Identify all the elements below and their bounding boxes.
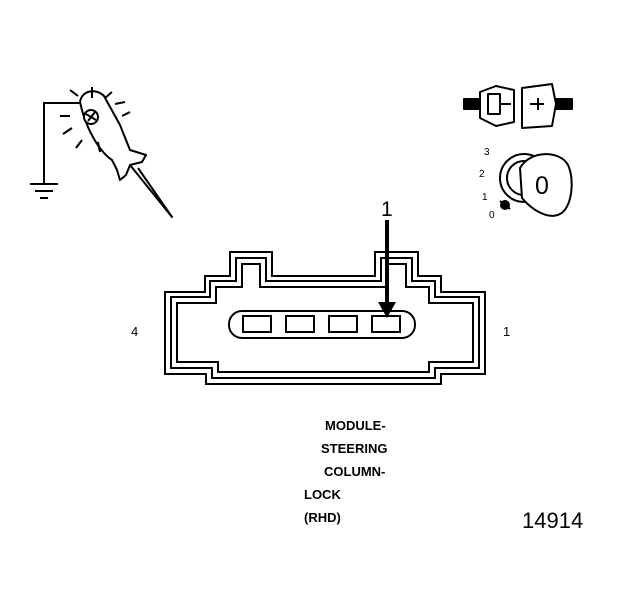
ground-symbol-icon — [30, 102, 82, 199]
cavity-3 — [285, 315, 315, 333]
component-label-line1: MODULE- — [325, 418, 386, 433]
pin-row-outline — [228, 310, 416, 339]
key-position-0: 0 — [489, 210, 495, 221]
cavity-4 — [242, 315, 272, 333]
component-label-line5: (RHD) — [304, 510, 341, 525]
component-label-line2: STEERING — [321, 441, 388, 456]
cavity-1 — [371, 315, 401, 333]
callout-arrow — [378, 220, 396, 318]
pin-label-left: 4 — [131, 324, 139, 339]
callout-number: 1 — [381, 198, 393, 221]
cavity-2 — [328, 315, 358, 333]
test-light-probe-icon — [60, 87, 173, 218]
pin-label-right: 1 — [503, 324, 511, 339]
component-label-line4: LOCK — [304, 487, 341, 502]
key-label: 0 — [535, 172, 549, 200]
connector-disconnected-icon — [463, 83, 573, 129]
figure-number: 14914 — [522, 508, 584, 533]
ignition-key-icon — [499, 153, 573, 217]
pin-row — [228, 310, 416, 339]
key-position-1: 1 — [482, 192, 488, 203]
key-position-3: 3 — [484, 147, 490, 158]
connector-housing — [164, 251, 486, 385]
component-label-line3: COLUMN- — [324, 464, 386, 479]
key-position-2: 2 — [479, 169, 485, 180]
